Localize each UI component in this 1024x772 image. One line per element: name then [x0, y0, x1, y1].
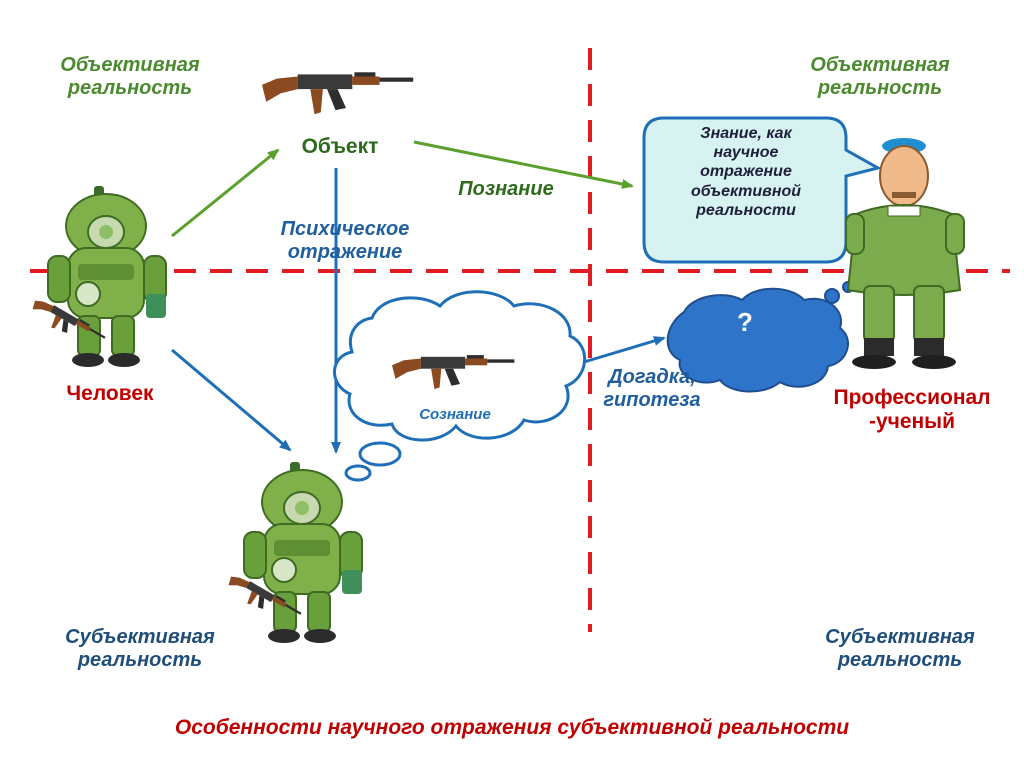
knowledge-line-5: реальности: [648, 201, 844, 220]
knowledge-line-4: объективной: [648, 182, 844, 201]
consciousness-cloud: [334, 292, 584, 480]
arrow-human-to-consciousness: [172, 350, 290, 450]
knowledge-line-3: отражение: [648, 162, 844, 181]
footer-title: Особенности научного отражения субъектив…: [100, 716, 924, 740]
knowledge-line-1: Знание, как: [648, 124, 844, 143]
quadrant-label-top-left: Объективная реальность: [40, 54, 220, 100]
quadrant-label-top-right: Объективная реальность: [790, 54, 970, 100]
guess-line2: гипотеза: [592, 389, 712, 412]
human-label: Человек: [50, 382, 170, 406]
psychic-reflection-label: Психическое отражение: [270, 218, 420, 264]
quadrant-label-bottom-right: Субъективная реальность: [800, 626, 1000, 672]
quadrant-label-bottom-left: Субъективная реальность: [40, 626, 240, 672]
cognition-label: Познание: [446, 178, 566, 201]
professional-label: Профессионал -ученый: [822, 386, 1002, 434]
guess-label: Догадка, гипотеза: [592, 366, 712, 412]
human-soldier-icon: [27, 186, 166, 367]
object-label: Объект: [280, 135, 400, 159]
arrow-guess: [584, 338, 664, 362]
object-rifle-icon: [262, 72, 413, 114]
professional-label-line2: -ученый: [822, 410, 1002, 434]
guess-line1: Догадка,: [592, 366, 712, 389]
question-mark: ?: [722, 308, 768, 338]
arrow-human-to-object: [172, 150, 278, 236]
psychic-reflection-line2: отражение: [270, 241, 420, 264]
professional-label-line1: Профессионал: [822, 386, 1002, 410]
consciousness-soldier-icon: [223, 462, 362, 643]
knowledge-text: Знание, как научное отражение объективно…: [648, 124, 844, 220]
psychic-reflection-line1: Психическое: [270, 218, 420, 241]
consciousness-label: Сознание: [400, 406, 510, 423]
knowledge-line-2: научное: [648, 143, 844, 162]
